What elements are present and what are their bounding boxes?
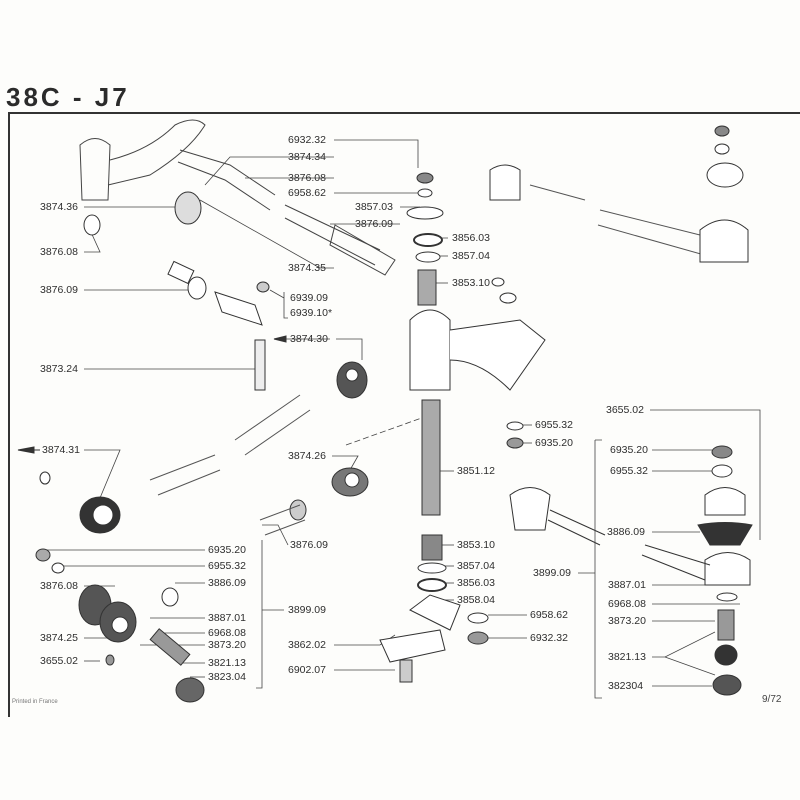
steering-arm-left (79, 119, 206, 201)
part-label: 3858.04 (457, 594, 495, 606)
drag-link-upper (177, 149, 396, 276)
part-label: 3856.03 (452, 232, 490, 244)
part-label: 6902.07 (288, 664, 326, 676)
part-label: 3874.25 (40, 632, 78, 644)
part-label: 3876.09 (355, 218, 393, 230)
part-label: 3874.35 (288, 262, 326, 274)
right-ball-joint (489, 125, 753, 696)
part-label: 6958.62 (288, 187, 326, 199)
center-pivot (379, 172, 546, 683)
part-label: 3856.03 (457, 577, 495, 589)
page-title: 38C - J7 (6, 82, 130, 112)
part-label: 3862.02 (288, 639, 326, 651)
part-label: 6935.20 (610, 444, 648, 456)
ball-joints (35, 191, 369, 703)
part-label: 3874.36 (40, 201, 78, 213)
part-label: 3857.03 (355, 201, 393, 213)
part-label: 3873.20 (208, 639, 246, 651)
part-label: 3876.08 (288, 172, 326, 184)
part-label: 3823.04 (208, 671, 246, 683)
frame-border-left (8, 112, 10, 717)
part-label: 3853.10 (452, 277, 490, 289)
part-label: 3876.08 (40, 580, 78, 592)
part-label: 6932.32 (288, 134, 326, 146)
part-label: 3873.20 (608, 615, 646, 627)
part-label: 6968.08 (608, 598, 646, 610)
part-label: 3876.09 (290, 539, 328, 551)
part-label: 3655.02 (40, 655, 78, 667)
part-label: 6955.32 (610, 465, 648, 477)
part-label: 3851.12 (457, 465, 495, 477)
part-label: 3655.02 (606, 404, 644, 416)
part-label: 3821.13 (208, 657, 246, 669)
part-label: 3821.13 (608, 651, 646, 663)
pointer-arrow-icon (17, 446, 40, 454)
printed-note: Printed in France (12, 699, 58, 705)
part-label: 6935.20 (535, 437, 573, 449)
part-label: 6968.08 (208, 627, 246, 639)
part-label: 3876.09 (40, 284, 78, 296)
part-label: 3886.09 (607, 526, 645, 538)
pointer-arrow-icon (273, 335, 287, 343)
part-label: 3899.09 (288, 604, 326, 616)
part-label: 3874.31 (42, 444, 80, 456)
part-label: 3874.26 (288, 450, 326, 462)
part-label: 3874.30 (290, 333, 328, 345)
part-label: 6955.32 (535, 419, 573, 431)
part-label: 3899.09 (533, 567, 571, 579)
part-label: 6932.32 (530, 632, 568, 644)
part-label: 6939.10* (290, 307, 333, 319)
part-label: 6955.32 (208, 560, 246, 572)
part-label: 3887.01 (608, 579, 646, 591)
part-label: 382304 (608, 680, 644, 692)
frame-border-top (8, 112, 800, 114)
part-label: 3853.10 (457, 539, 495, 551)
part-label: 3887.01 (208, 612, 246, 624)
part-label: 3874.34 (288, 151, 326, 163)
part-label: 3857.04 (457, 560, 495, 572)
part-label: 3876.08 (40, 246, 78, 258)
part-label: 6935.20 (208, 544, 246, 556)
part-label: 3886.09 (208, 577, 246, 589)
part-label: 6958.62 (530, 609, 568, 621)
part-label: 3857.04 (452, 250, 490, 262)
part-label: 6939.09 (290, 292, 328, 304)
part-label: 3873.24 (40, 363, 78, 375)
page-number: 9/72 (762, 694, 782, 705)
